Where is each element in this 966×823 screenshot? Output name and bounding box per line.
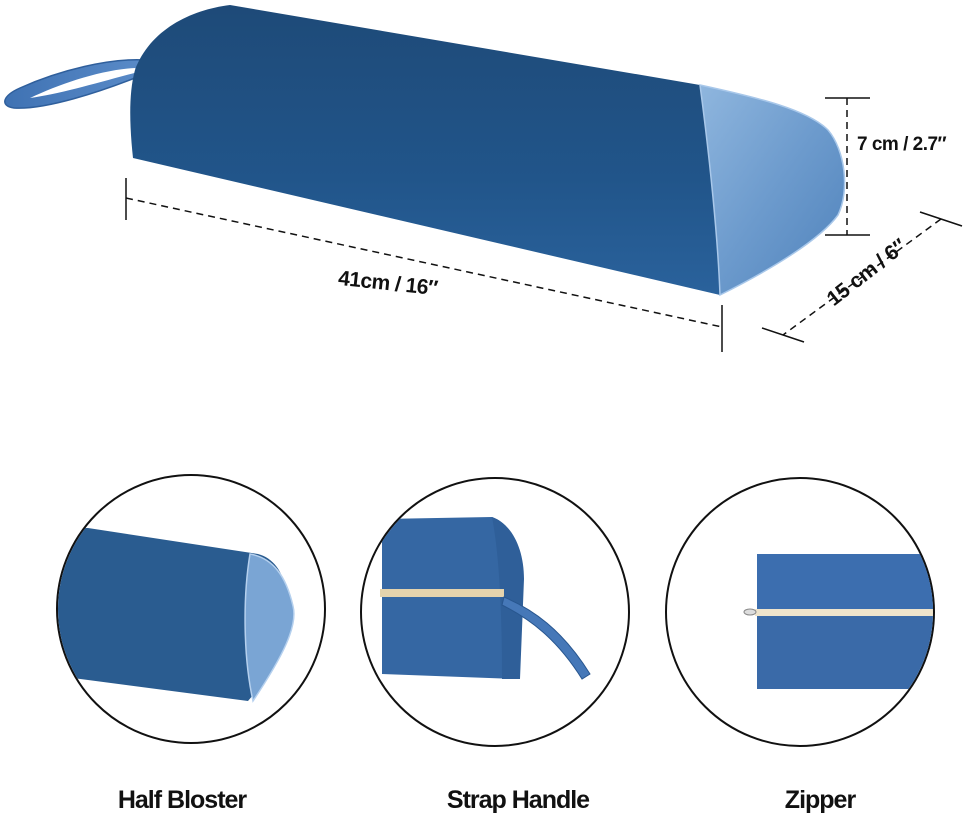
height-dimension-line xyxy=(825,97,870,236)
width-dimension-line xyxy=(761,211,963,343)
zipper-icon xyxy=(743,554,933,689)
half-bolster-icon xyxy=(58,528,295,703)
caption-zipper: Zipper xyxy=(784,786,856,814)
caption-strap-handle: Strap Handle xyxy=(446,786,590,814)
strap-handle-icon xyxy=(4,59,147,109)
caption-half-bolster: Half Bloster xyxy=(117,786,247,814)
height-label: 7 cm / 2.7″ xyxy=(857,134,947,155)
bolster-main-illustration xyxy=(4,5,963,352)
length-dimension-line xyxy=(125,178,723,352)
strap-handle-closeup xyxy=(360,477,630,747)
zipper-closeup xyxy=(665,477,935,747)
strap-handle-icon xyxy=(380,517,591,680)
half-bolster-closeup xyxy=(56,474,326,744)
